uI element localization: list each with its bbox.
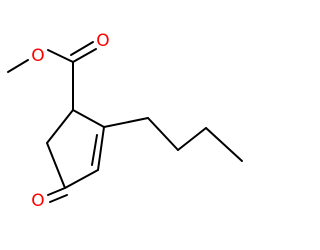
bond-ring-c1-c2 [72, 109, 105, 128]
bond-layer [7, 41, 243, 203]
ester-oxygen-label: O [31, 46, 44, 66]
carbonyl-oxygen-label: O [96, 31, 109, 51]
bond-ring-c5-c1 [46, 109, 74, 144]
bond-ring-c2-c3-inner [91, 134, 98, 166]
bond-butyl-2 [147, 117, 179, 151]
atom-layer: O O O [29, 31, 112, 211]
ketone-oxygen-atom: O [29, 191, 47, 211]
bond-butyl-4 [205, 127, 243, 162]
bond-carbonyl-double-b [70, 41, 94, 56]
bond-ketone-double-b [49, 194, 68, 203]
carbonyl-oxygen-atom: O [94, 31, 112, 51]
bond-ring-c4-c5 [46, 142, 66, 189]
bond-carbonyl-double-a [72, 48, 97, 63]
bond-butyl-3 [177, 127, 207, 151]
bond-butyl-1 [103, 117, 149, 128]
bond-methyl-oxygen [7, 59, 29, 73]
bond-ring-c3-c4 [64, 169, 99, 189]
bond-ketone-double-a [47, 187, 66, 196]
ester-oxygen-atom: O [29, 46, 47, 66]
bond-ring-c2-c3 [97, 126, 105, 171]
molecule-structure: O O O [7, 31, 243, 211]
ketone-oxygen-label: O [31, 191, 44, 211]
bond-oxygen-carbonyl-carbon [47, 49, 74, 63]
